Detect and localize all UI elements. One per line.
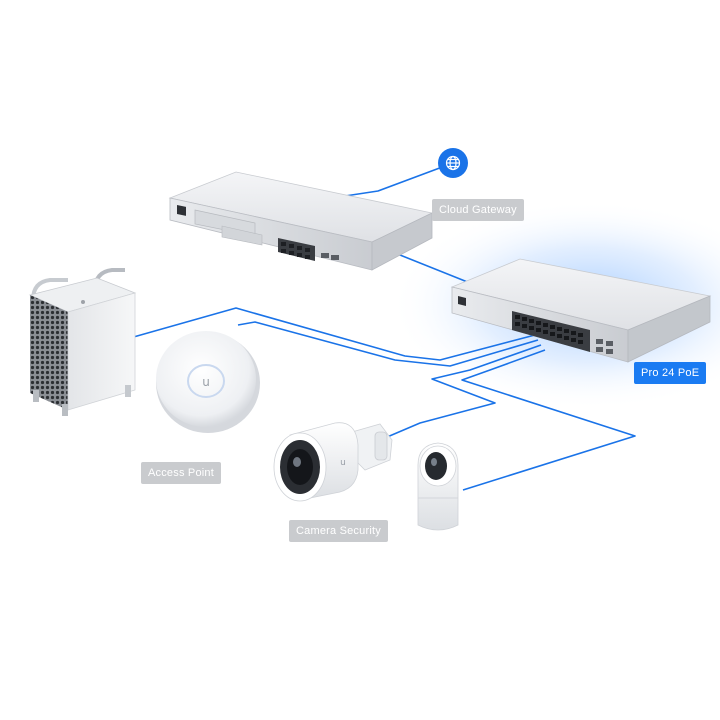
cable-switch-workstation (129, 307, 536, 361)
camera-u-logo: u (340, 458, 346, 468)
switch-ports (515, 315, 583, 344)
camera-security-label: Camera Security (289, 520, 388, 542)
bullet-camera-device: u (273, 422, 393, 502)
cloud-gateway-label: Cloud Gateway (432, 199, 524, 221)
workstation-tower (28, 268, 137, 416)
cable-internet-gateway (344, 162, 454, 197)
flex-camera-device (417, 442, 459, 531)
globe-icon (445, 155, 461, 171)
cloud-gateway-device (168, 171, 434, 271)
access-point-device: u (156, 331, 260, 433)
cable-switch-camera (379, 344, 542, 441)
access-point-label: Access Point (141, 462, 221, 484)
ap-u-logo: u (202, 375, 210, 389)
cable-switch-accesspoint (237, 321, 539, 367)
internet-node (438, 148, 468, 178)
switch-label: Pro 24 PoE (634, 362, 707, 384)
pro-24-poe-switch (450, 258, 712, 363)
cable-switch-camera2 (461, 349, 636, 491)
